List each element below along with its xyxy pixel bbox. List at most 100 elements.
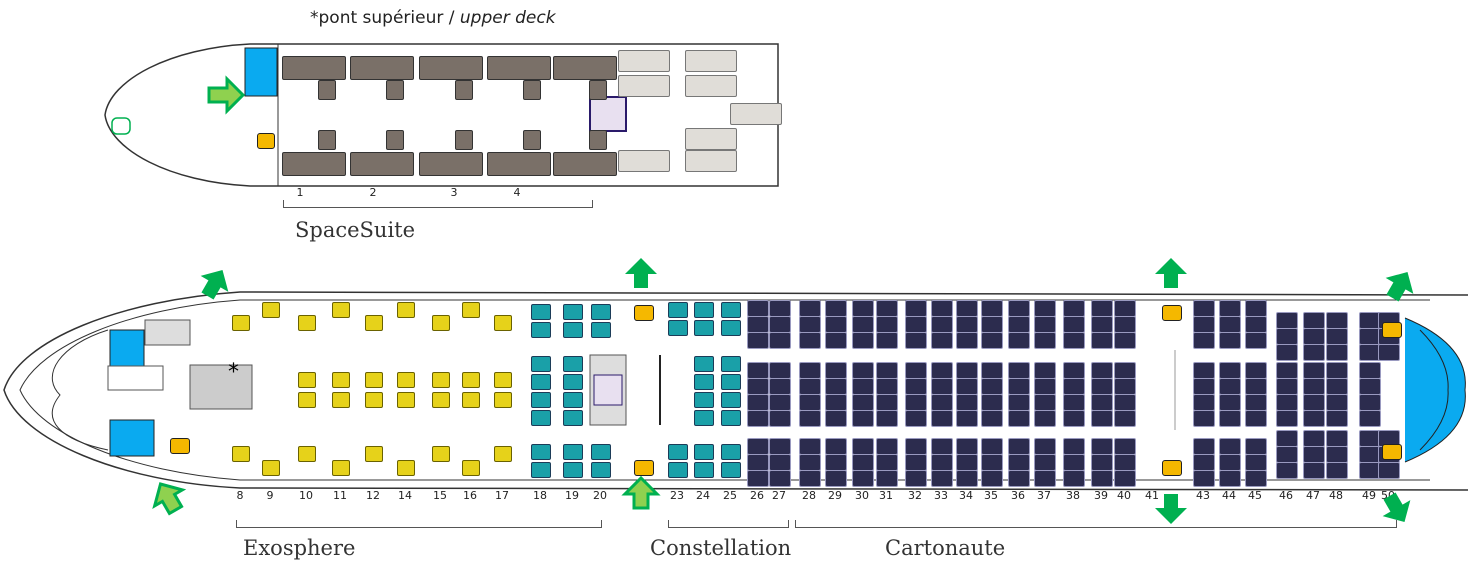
cartonaute-seat[interactable] <box>1034 438 1056 455</box>
cartonaute-seat[interactable] <box>1245 300 1267 317</box>
exosphere-seat[interactable] <box>462 372 480 388</box>
constellation-seat[interactable] <box>531 374 551 390</box>
constellation-seat[interactable] <box>721 356 741 372</box>
cartonaute-seat[interactable] <box>1359 410 1381 427</box>
cartonaute-seat[interactable] <box>1245 362 1267 379</box>
cartonaute-seat[interactable] <box>1091 332 1113 349</box>
cartonaute-seat[interactable] <box>747 394 769 411</box>
cartonaute-seat[interactable] <box>1034 362 1056 379</box>
cartonaute-seat[interactable] <box>1063 454 1085 471</box>
cartonaute-seat[interactable] <box>1303 462 1325 479</box>
cartonaute-seat[interactable] <box>852 394 874 411</box>
exosphere-seat[interactable] <box>332 392 350 408</box>
constellation-seat[interactable] <box>721 444 741 460</box>
cartonaute-seat[interactable] <box>1326 344 1348 361</box>
cartonaute-seat[interactable] <box>1276 328 1298 345</box>
exosphere-seat[interactable] <box>397 460 415 476</box>
exosphere-seat[interactable] <box>232 446 250 462</box>
cartonaute-seat[interactable] <box>981 300 1003 317</box>
cartonaute-seat[interactable] <box>1219 394 1241 411</box>
cartonaute-seat[interactable] <box>769 394 791 411</box>
cartonaute-seat[interactable] <box>769 378 791 395</box>
cartonaute-seat[interactable] <box>825 300 847 317</box>
cartonaute-seat[interactable] <box>825 438 847 455</box>
cartonaute-seat[interactable] <box>1034 300 1056 317</box>
cartonaute-seat[interactable] <box>747 300 769 317</box>
cartonaute-seat[interactable] <box>876 470 898 487</box>
exosphere-seat[interactable] <box>432 372 450 388</box>
cartonaute-seat[interactable] <box>1091 410 1113 427</box>
cartonaute-seat[interactable] <box>799 332 821 349</box>
cartonaute-seat[interactable] <box>1326 446 1348 463</box>
cartonaute-seat[interactable] <box>956 316 978 333</box>
constellation-seat[interactable] <box>591 462 611 478</box>
exosphere-seat[interactable] <box>462 302 480 318</box>
cartonaute-seat[interactable] <box>747 378 769 395</box>
cartonaute-seat[interactable] <box>769 438 791 455</box>
cartonaute-seat[interactable] <box>905 454 927 471</box>
cartonaute-seat[interactable] <box>1326 328 1348 345</box>
cartonaute-seat[interactable] <box>931 454 953 471</box>
exosphere-seat[interactable] <box>432 392 450 408</box>
constellation-seat[interactable] <box>563 322 583 338</box>
cartonaute-seat[interactable] <box>747 470 769 487</box>
cartonaute-seat[interactable] <box>956 378 978 395</box>
cartonaute-seat[interactable] <box>931 362 953 379</box>
spacesuite-seat[interactable] <box>282 152 346 176</box>
cartonaute-seat[interactable] <box>1034 378 1056 395</box>
cartonaute-seat[interactable] <box>825 332 847 349</box>
cartonaute-seat[interactable] <box>876 438 898 455</box>
cartonaute-seat[interactable] <box>981 454 1003 471</box>
cartonaute-seat[interactable] <box>956 332 978 349</box>
cartonaute-seat[interactable] <box>852 410 874 427</box>
constellation-seat[interactable] <box>531 304 551 320</box>
cartonaute-seat[interactable] <box>905 332 927 349</box>
constellation-seat[interactable] <box>694 392 714 408</box>
cartonaute-seat[interactable] <box>1219 316 1241 333</box>
cartonaute-seat[interactable] <box>1276 344 1298 361</box>
cartonaute-seat[interactable] <box>769 410 791 427</box>
cartonaute-seat[interactable] <box>1114 332 1136 349</box>
constellation-seat[interactable] <box>531 392 551 408</box>
crew-rest-bunk[interactable] <box>685 128 737 150</box>
galley[interactable] <box>634 305 654 321</box>
exosphere-seat[interactable] <box>494 315 512 331</box>
constellation-seat[interactable] <box>591 304 611 320</box>
cartonaute-seat[interactable] <box>769 470 791 487</box>
exosphere-seat[interactable] <box>397 302 415 318</box>
cartonaute-seat[interactable] <box>1326 378 1348 395</box>
cartonaute-seat[interactable] <box>1114 454 1136 471</box>
constellation-seat[interactable] <box>668 444 688 460</box>
spacesuite-seat[interactable] <box>523 80 541 100</box>
cartonaute-seat[interactable] <box>931 300 953 317</box>
cartonaute-seat[interactable] <box>1091 470 1113 487</box>
cartonaute-seat[interactable] <box>769 316 791 333</box>
cartonaute-seat[interactable] <box>769 300 791 317</box>
cartonaute-seat[interactable] <box>1091 362 1113 379</box>
spacesuite-seat[interactable] <box>386 80 404 100</box>
cartonaute-seat[interactable] <box>981 394 1003 411</box>
cartonaute-seat[interactable] <box>1193 454 1215 471</box>
cartonaute-seat[interactable] <box>1303 328 1325 345</box>
cartonaute-seat[interactable] <box>769 332 791 349</box>
spacesuite-seat[interactable] <box>523 130 541 150</box>
cartonaute-seat[interactable] <box>1114 378 1136 395</box>
spacesuite-seat[interactable] <box>553 152 617 176</box>
exosphere-seat[interactable] <box>494 392 512 408</box>
cartonaute-seat[interactable] <box>1326 312 1348 329</box>
cartonaute-seat[interactable] <box>956 300 978 317</box>
cartonaute-seat[interactable] <box>852 316 874 333</box>
cartonaute-seat[interactable] <box>1303 344 1325 361</box>
cartonaute-seat[interactable] <box>1303 378 1325 395</box>
exosphere-seat[interactable] <box>494 446 512 462</box>
exosphere-seat[interactable] <box>262 302 280 318</box>
cartonaute-seat[interactable] <box>1245 316 1267 333</box>
cartonaute-seat[interactable] <box>1091 378 1113 395</box>
constellation-seat[interactable] <box>668 302 688 318</box>
cartonaute-seat[interactable] <box>1219 300 1241 317</box>
constellation-seat[interactable] <box>694 410 714 426</box>
cartonaute-seat[interactable] <box>1193 438 1215 455</box>
cartonaute-seat[interactable] <box>981 316 1003 333</box>
galley[interactable] <box>1382 444 1402 460</box>
cartonaute-seat[interactable] <box>981 332 1003 349</box>
